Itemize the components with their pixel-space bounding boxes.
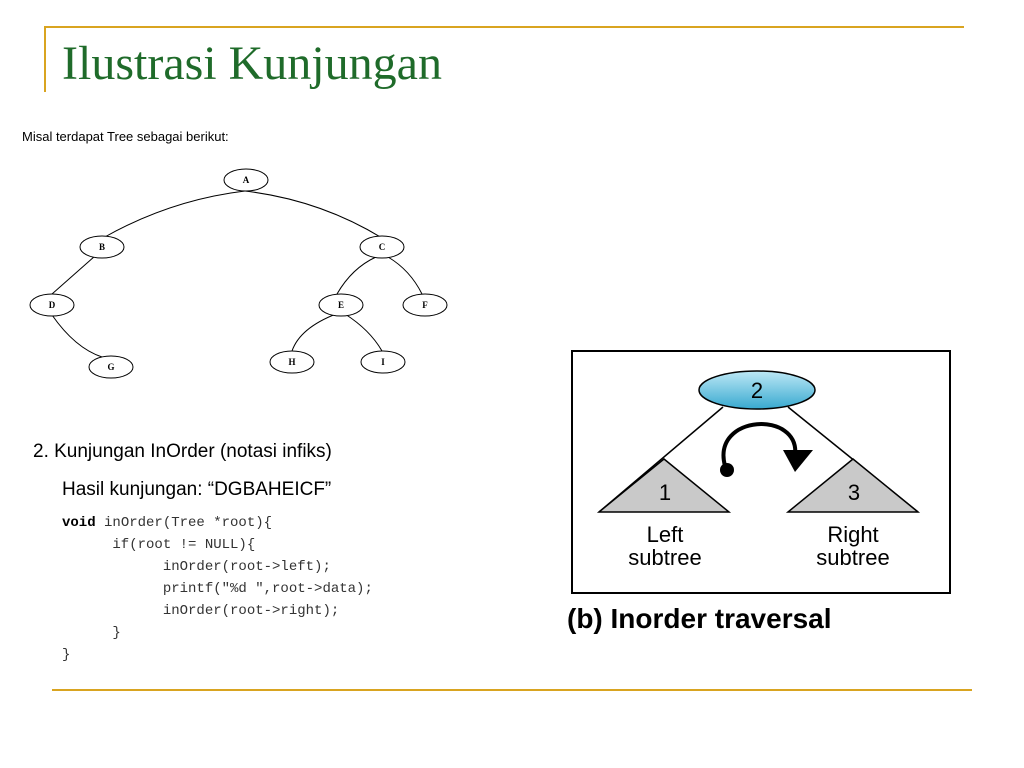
tree-node-f-label: F	[422, 300, 428, 310]
traversal-arrow-icon	[720, 422, 813, 477]
slide-title: Ilustrasi Kunjungan	[62, 37, 442, 90]
edge-e-h	[291, 313, 337, 352]
tree-node-f: F	[402, 293, 448, 317]
illustration-caption: (b) Inorder traversal	[567, 603, 832, 634]
traversal-result: Hasil kunjungan: “DGBAHEICF”	[62, 479, 332, 500]
edge-c-f	[387, 256, 423, 295]
inorder-illustration-panel: 1 3 2 Left subtree Right subtree	[571, 350, 951, 594]
tree-node-a-label: A	[243, 175, 250, 185]
code-line-3: inOrder(root->left);	[62, 559, 331, 575]
edge-a-c	[244, 190, 383, 239]
inorder-illustration: 1 3 2 Left subtree Right subtree	[596, 370, 921, 570]
tree-node-i: I	[360, 350, 406, 374]
tree-node-d-label: D	[49, 300, 56, 310]
section-heading: 2. Kunjungan InOrder (notasi infiks)	[33, 441, 332, 462]
tree-node-h-label: H	[288, 357, 295, 367]
tree-node-c-label: C	[379, 242, 386, 252]
code-line-2: if(root != NULL){	[62, 537, 256, 553]
left-subtree-triangle: 1	[596, 458, 732, 513]
code-line-6: }	[62, 625, 121, 641]
root-node: 2	[698, 370, 816, 410]
code-keyword: void	[62, 515, 96, 531]
code-line-4: printf("%d ",root->data);	[62, 581, 373, 597]
intro-text: Misal terdapat Tree sebagai berikut:	[22, 129, 229, 144]
edge-c-e	[336, 256, 377, 295]
root-number: 2	[751, 378, 763, 403]
tree-node-g: G	[88, 355, 134, 379]
tree-node-i-label: I	[381, 357, 385, 367]
right-subtree-label: Right	[827, 522, 878, 547]
right-subtree-label-2: subtree	[816, 545, 889, 570]
left-subtree-number: 1	[659, 480, 671, 505]
tree-node-e: E	[318, 293, 364, 317]
edge-b-d	[51, 255, 96, 295]
code-block: void inOrder(Tree *root){ if(root != NUL…	[62, 512, 373, 666]
tree-node-c: C	[359, 235, 405, 259]
right-subtree-triangle: 3	[785, 458, 921, 513]
tree-node-d: D	[29, 293, 75, 317]
tree-node-b-label: B	[99, 242, 105, 252]
code-line-5: inOrder(root->right);	[62, 603, 340, 619]
code-line-1-rest: inOrder(Tree *root){	[95, 515, 273, 531]
bottom-rule	[52, 689, 972, 691]
tree-node-e-label: E	[338, 300, 344, 310]
tree-node-a: A	[223, 168, 269, 192]
right-subtree-number: 3	[848, 480, 860, 505]
edge-e-i	[344, 313, 383, 352]
tree-node-g-label: G	[107, 362, 114, 372]
left-subtree-label: Left	[647, 522, 684, 547]
tree-node-b: B	[79, 235, 125, 259]
left-subtree-label-2: subtree	[628, 545, 701, 570]
tree-node-h: H	[269, 350, 315, 374]
code-line-1: void inOrder(Tree *root){	[62, 512, 373, 534]
edge-d-g	[51, 314, 103, 358]
edge-a-b	[102, 190, 246, 239]
left-rule	[44, 26, 46, 92]
code-line-7: }	[62, 647, 71, 663]
top-rule	[44, 26, 964, 28]
binary-tree-diagram: A B C D E F G H	[29, 168, 448, 379]
